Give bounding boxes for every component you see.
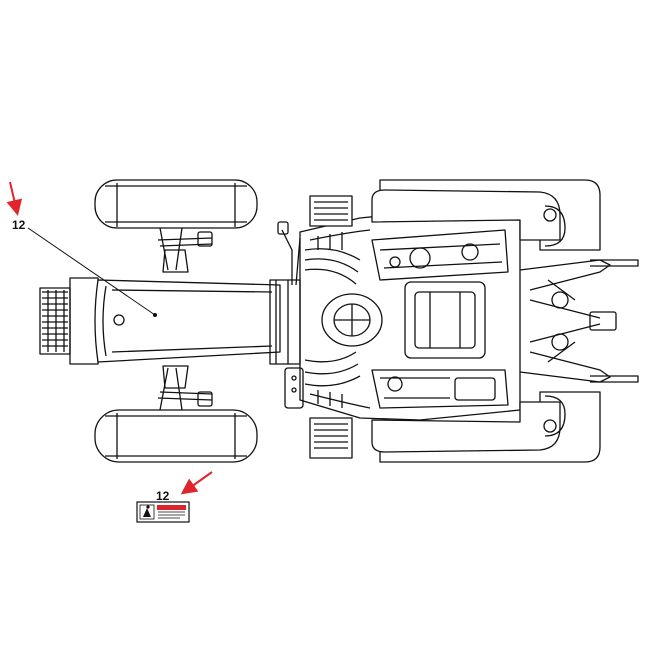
front-tire-left <box>94 179 258 229</box>
callout-number-top: 12 <box>12 218 26 232</box>
steps <box>309 195 353 459</box>
chassis-body <box>284 211 521 421</box>
rear-tire-right <box>371 391 601 463</box>
leader-line <box>27 227 156 316</box>
red-arrow-top <box>6 181 23 216</box>
callout-number-bottom: 12 <box>156 489 170 503</box>
red-arrow-bottom <box>180 471 213 495</box>
front-weights <box>39 277 99 365</box>
rear-hitch <box>519 259 639 383</box>
front-axle <box>157 227 213 411</box>
safety-decal <box>136 501 190 523</box>
hood <box>94 279 301 365</box>
rear-tire-left <box>371 179 601 251</box>
front-tire-right <box>94 409 258 463</box>
